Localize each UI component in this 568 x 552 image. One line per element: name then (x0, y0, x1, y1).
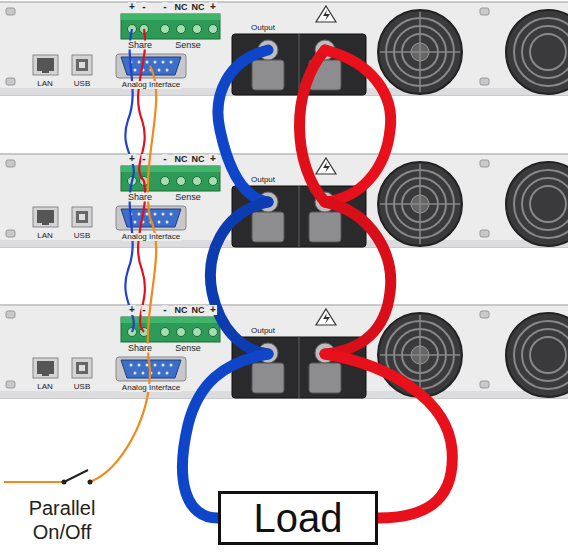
port-label: Sense (174, 193, 202, 202)
terminal-name: NC (174, 306, 189, 315)
terminal-sign: - (162, 2, 167, 12)
terminal-sign: - (162, 154, 167, 164)
port-label: Analog Interface (121, 233, 181, 241)
port-label: USB (73, 383, 91, 391)
port-label: Sense (174, 41, 202, 50)
port-label: Sense (174, 344, 202, 353)
port-label: Output (250, 327, 276, 335)
terminal-sign: + (209, 2, 217, 12)
port-label: Analog Interface (121, 384, 181, 392)
terminal-sign: - (162, 305, 167, 315)
terminal-name: NC (191, 3, 206, 12)
terminal-name: NC (191, 306, 206, 315)
port-label: LAN (36, 383, 54, 391)
load-box: Load (218, 491, 378, 545)
switch-label: Parallel On/Off (11, 496, 113, 544)
terminal-sign: + (128, 2, 136, 12)
load-label: Load (254, 498, 343, 538)
port-label: USB (73, 232, 91, 240)
terminal-name: NC (174, 3, 189, 12)
power-supply (0, 305, 568, 398)
parallel-wire (4, 66, 156, 482)
share-wires (125, 29, 145, 332)
terminal-sign: + (128, 154, 136, 164)
port-label: Output (250, 24, 276, 32)
power-cables (182, 50, 452, 518)
switch-symbol (62, 470, 93, 485)
port-label: Output (250, 176, 276, 184)
terminal-name: NC (174, 155, 189, 164)
port-label: Share (127, 344, 153, 353)
port-label: LAN (36, 232, 54, 240)
port-label: Analog Interface (121, 81, 181, 89)
terminal-name: NC (191, 155, 206, 164)
port-label: Share (127, 193, 153, 202)
terminal-sign: + (209, 305, 217, 315)
terminal-sign: - (141, 154, 146, 164)
port-label: Share (127, 41, 153, 50)
port-label: LAN (36, 80, 54, 88)
terminal-sign: - (141, 305, 146, 315)
terminal-sign: + (209, 154, 217, 164)
power-supply (0, 2, 568, 95)
terminal-sign: - (141, 2, 146, 12)
power-supply (0, 154, 568, 247)
port-label: USB (73, 80, 91, 88)
terminal-sign: + (128, 305, 136, 315)
